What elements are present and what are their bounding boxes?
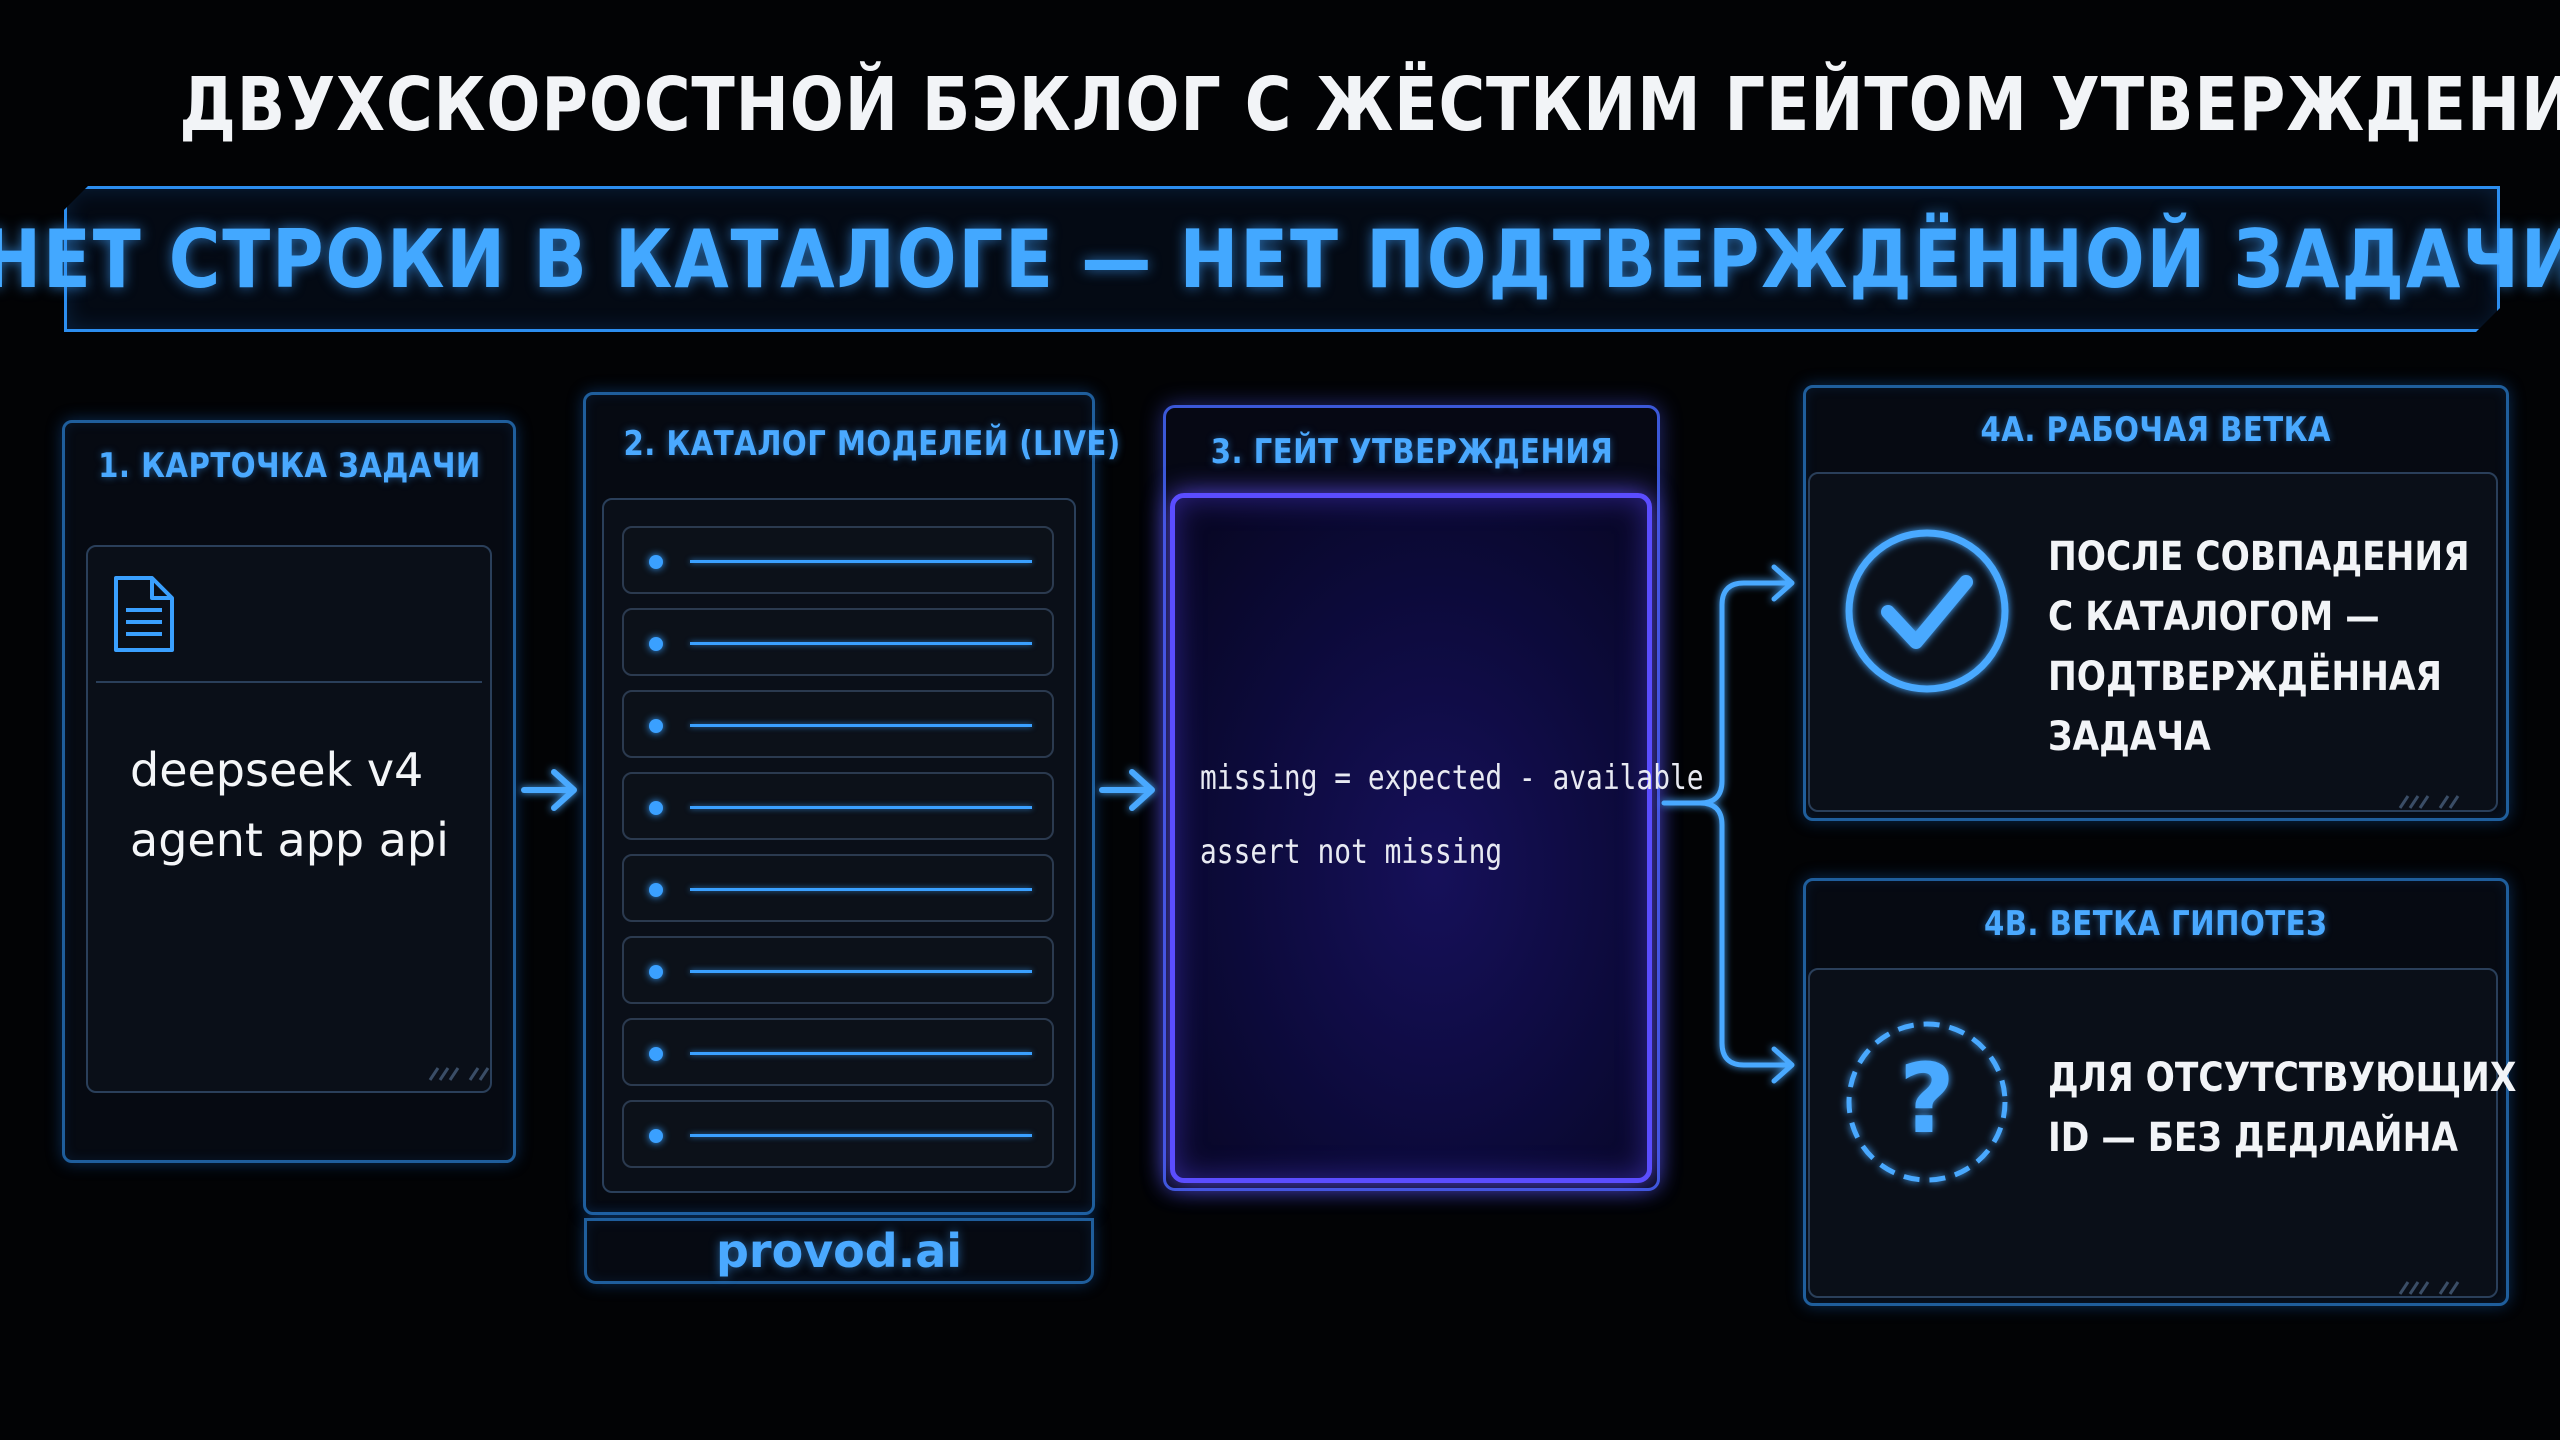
catalog-row-bullet bbox=[649, 637, 663, 651]
catalog-list bbox=[602, 498, 1076, 1193]
catalog-row-bullet bbox=[649, 1047, 663, 1061]
task-card-title: 1. КАРТОЧКА ЗАДАЧИ bbox=[97, 446, 481, 486]
catalog-row bbox=[622, 1100, 1054, 1168]
branch-a-text: ПОСЛЕ СОВПАДЕНИЯ С КАТАЛОГОМ — ПОДТВЕРЖД… bbox=[2048, 527, 2538, 767]
catalog-row-placeholder bbox=[690, 724, 1032, 727]
catalog-row-bullet bbox=[649, 555, 663, 569]
catalog-row-bullet bbox=[649, 1129, 663, 1143]
branch-a-title: 4А. РАБОЧАЯ ВЕТКА bbox=[1980, 410, 2332, 450]
catalog-row bbox=[622, 1018, 1054, 1086]
catalog-row bbox=[622, 936, 1054, 1004]
task-card-line-2: agent app api bbox=[130, 813, 449, 867]
catalog-row-placeholder bbox=[690, 888, 1032, 891]
branch-connector bbox=[1661, 564, 1795, 1084]
catalog-row bbox=[622, 772, 1054, 840]
catalog-row-bullet bbox=[649, 801, 663, 815]
catalog-row-bullet bbox=[649, 719, 663, 733]
banner: НЕТ СТРОКИ В КАТАЛОГЕ — НЕТ ПОДТВЕРЖДЁНН… bbox=[0, 186, 2560, 332]
catalog-row bbox=[622, 854, 1054, 922]
branch-a-line-3: ПОДТВЕРЖДЁННАЯ bbox=[2048, 654, 2443, 700]
branch-a-line-2: С КАТАЛОГОМ — bbox=[2048, 594, 2380, 640]
branch-a-line-1: ПОСЛЕ СОВПАДЕНИЯ bbox=[2048, 534, 2470, 580]
gate-code-line-1: missing = expected - available bbox=[1200, 758, 1704, 798]
task-card-text: deepseek v4 agent app api bbox=[130, 735, 510, 875]
catalog-footer-frame bbox=[584, 1218, 1094, 1284]
catalog-title: 2. КАТАЛОГ МОДЕЛЕЙ (LIVE) bbox=[623, 424, 1121, 464]
catalog-row-placeholder bbox=[690, 806, 1032, 809]
gate-title: 3. ГЕЙТ УТВЕРЖДЕНИЯ bbox=[1210, 432, 1613, 472]
catalog-row-placeholder bbox=[690, 642, 1032, 645]
arrow-catalog-to-gate bbox=[1099, 769, 1155, 811]
catalog-row bbox=[622, 526, 1054, 594]
banner-text: НЕТ СТРОКИ В КАТАЛОГЕ — НЕТ ПОДТВЕРЖДЁНН… bbox=[0, 212, 2560, 306]
branch-b-line-2: ID — БЕЗ ДЕДЛАЙНА bbox=[2048, 1115, 2459, 1161]
branch-b-text: ДЛЯ ОТСУТСТВУЮЩИХ ID — БЕЗ ДЕДЛАЙНА bbox=[2048, 1048, 2560, 1168]
gate-code-line-2: assert not missing bbox=[1200, 832, 1503, 872]
catalog-row-placeholder bbox=[690, 970, 1032, 973]
catalog-row bbox=[622, 690, 1054, 758]
branch-b-line-1: ДЛЯ ОТСУТСТВУЮЩИХ bbox=[2048, 1055, 2517, 1101]
catalog-row bbox=[622, 608, 1054, 676]
gate-body bbox=[1170, 493, 1652, 1183]
diagram-title: ДВУХСКОРОСТНОЙ БЭКЛОГ С ЖЁСТКИМ ГЕЙТОМ У… bbox=[179, 62, 2560, 148]
branch-b-title: 4В. ВЕТКА ГИПОТЕЗ bbox=[1984, 904, 2328, 944]
catalog-row-placeholder bbox=[690, 560, 1032, 563]
catalog-footer: provod.ai bbox=[715, 1224, 962, 1278]
catalog-row-placeholder bbox=[690, 1134, 1032, 1137]
catalog-row-bullet bbox=[649, 883, 663, 897]
arrow-task-to-catalog bbox=[521, 769, 577, 811]
branch-a-line-4: ЗАДАЧА bbox=[2048, 714, 2211, 760]
catalog-row-placeholder bbox=[690, 1052, 1032, 1055]
banner-frame bbox=[64, 186, 2500, 332]
catalog-row-bullet bbox=[649, 965, 663, 979]
task-card-line-1: deepseek v4 bbox=[130, 743, 424, 797]
